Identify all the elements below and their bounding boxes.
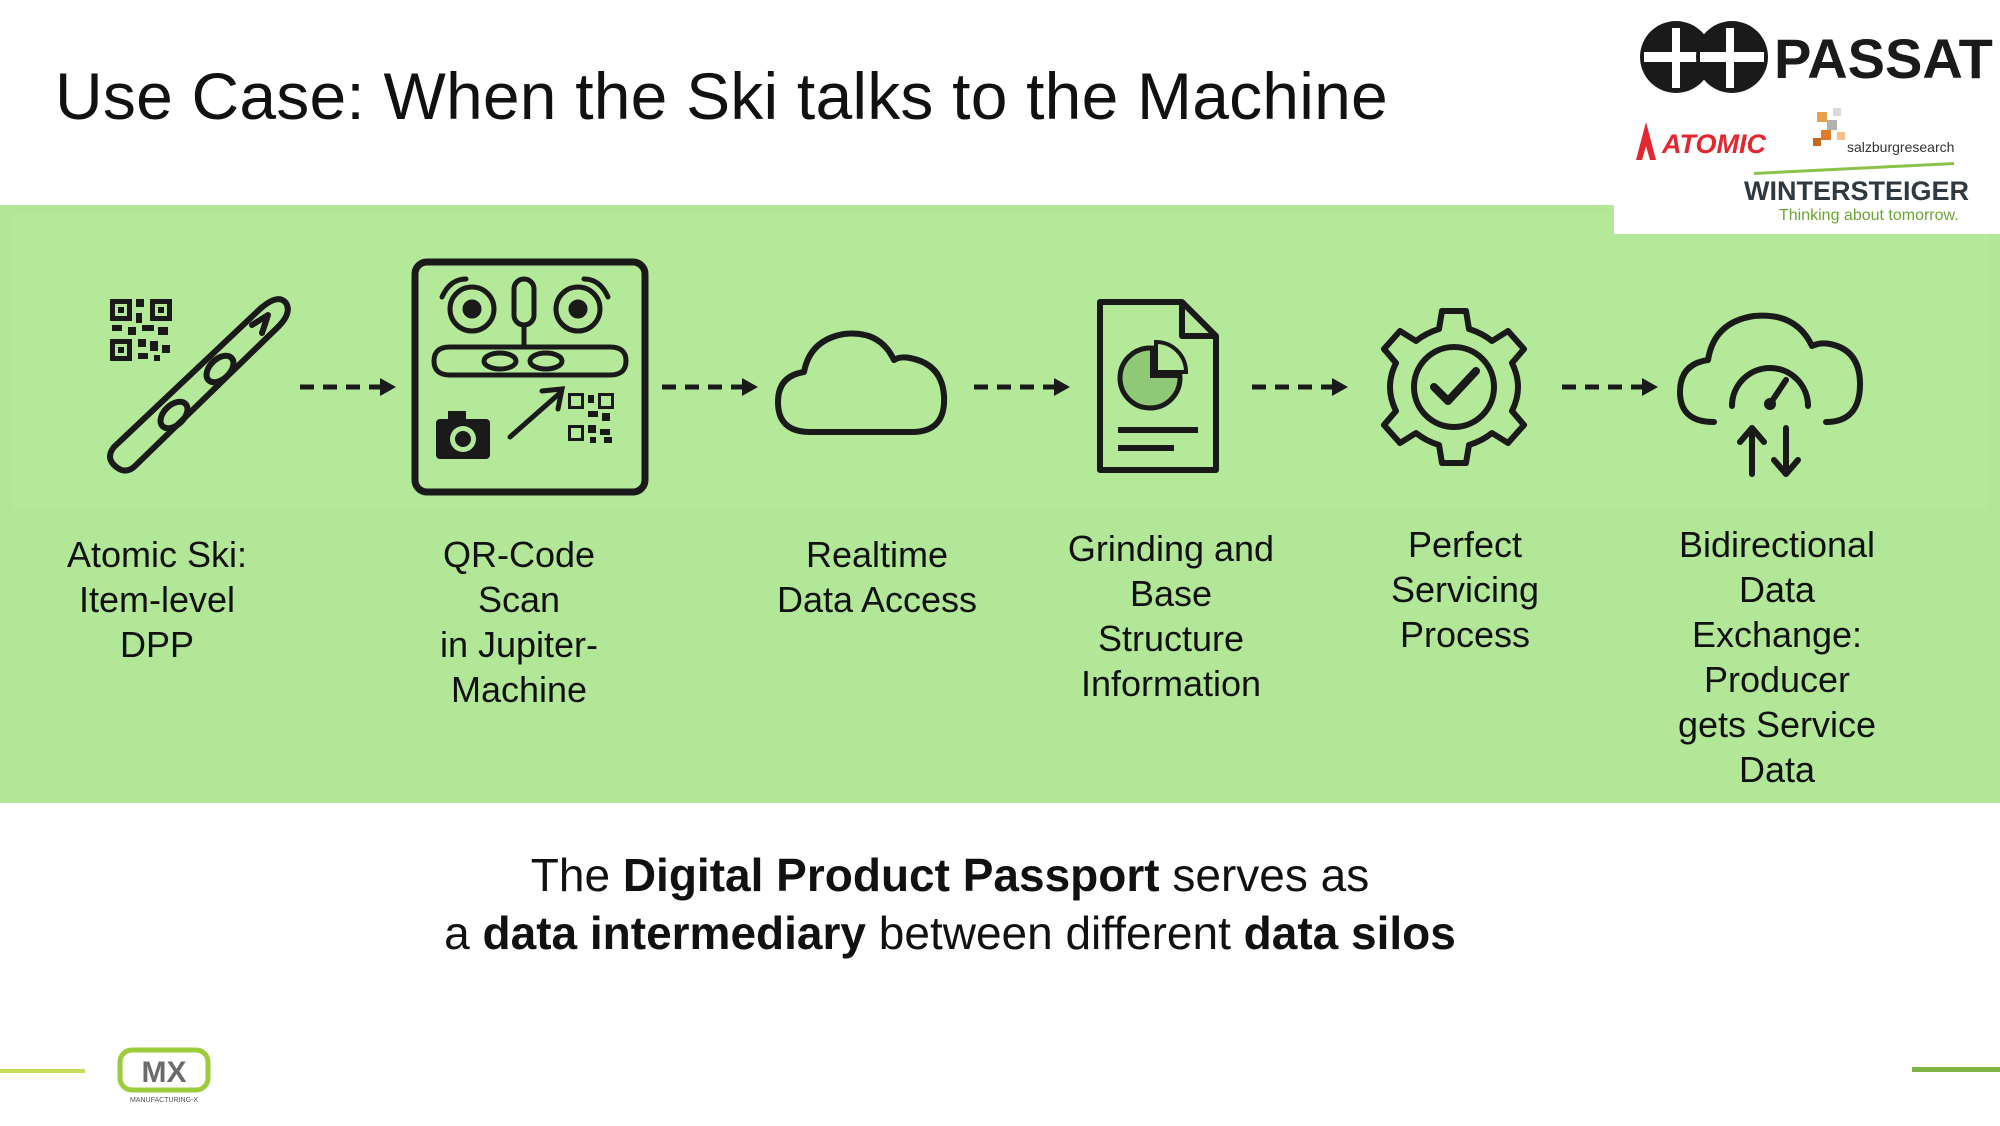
flow-arrow-5 [1562,378,1658,396]
caption-line-2: a data intermediary between different da… [444,907,1456,959]
svg-text:Thinking about tomorrow.: Thinking about tomorrow. [1779,207,1959,224]
document-chart-icon [1097,299,1219,473]
gear-check-icon [1381,308,1527,466]
atomic-logo: ATOMIC [1636,122,1766,160]
svg-text:WINTERSTEIGER: WINTERSTEIGER [1744,176,1969,206]
passat-text: PASSAT [1774,27,1993,90]
machine-scan-icon [411,258,649,496]
svg-text:MX: MX [142,1056,187,1089]
svg-text:MANUFACTURING-X: MANUFACTURING-X [130,1097,198,1104]
flow-arrow-2 [662,378,758,396]
page-title: Use Case: When the Ski talks to the Mach… [55,59,1388,133]
caption-line-1: The Digital Product Passport serves as [530,849,1370,901]
manufacturing-x-logo: MX MANUFACTURING-X [117,1047,211,1104]
footer-accent-left [0,1069,85,1073]
svg-text:salzburgresearch: salzburgresearch [1847,139,1954,155]
salzburgresearch-logo: salzburgresearch [1813,108,1954,155]
footer-accent-right [1912,1067,2000,1072]
cloud-exchange-icon [1677,312,1863,477]
partner-logos: PASSAT ATOMIC salzburgresearch WINTERSTE… [1614,0,2000,234]
partner-logos-graphic: PASSAT ATOMIC salzburgresearch WINTERSTE… [1636,21,1993,224]
icon-strip [12,214,1988,510]
passat-logo: PASSAT [1640,21,1993,93]
flow-arrow-4 [1252,378,1348,396]
flow-arrow-1 [300,378,396,396]
wintersteiger-logo: WINTERSTEIGER Thinking about tomorrow. [1744,162,1969,224]
svg-text:ATOMIC: ATOMIC [1661,129,1766,159]
cloud-icon [775,330,948,435]
flow-arrow-3 [974,378,1070,396]
ski-qr-icon [107,296,291,474]
